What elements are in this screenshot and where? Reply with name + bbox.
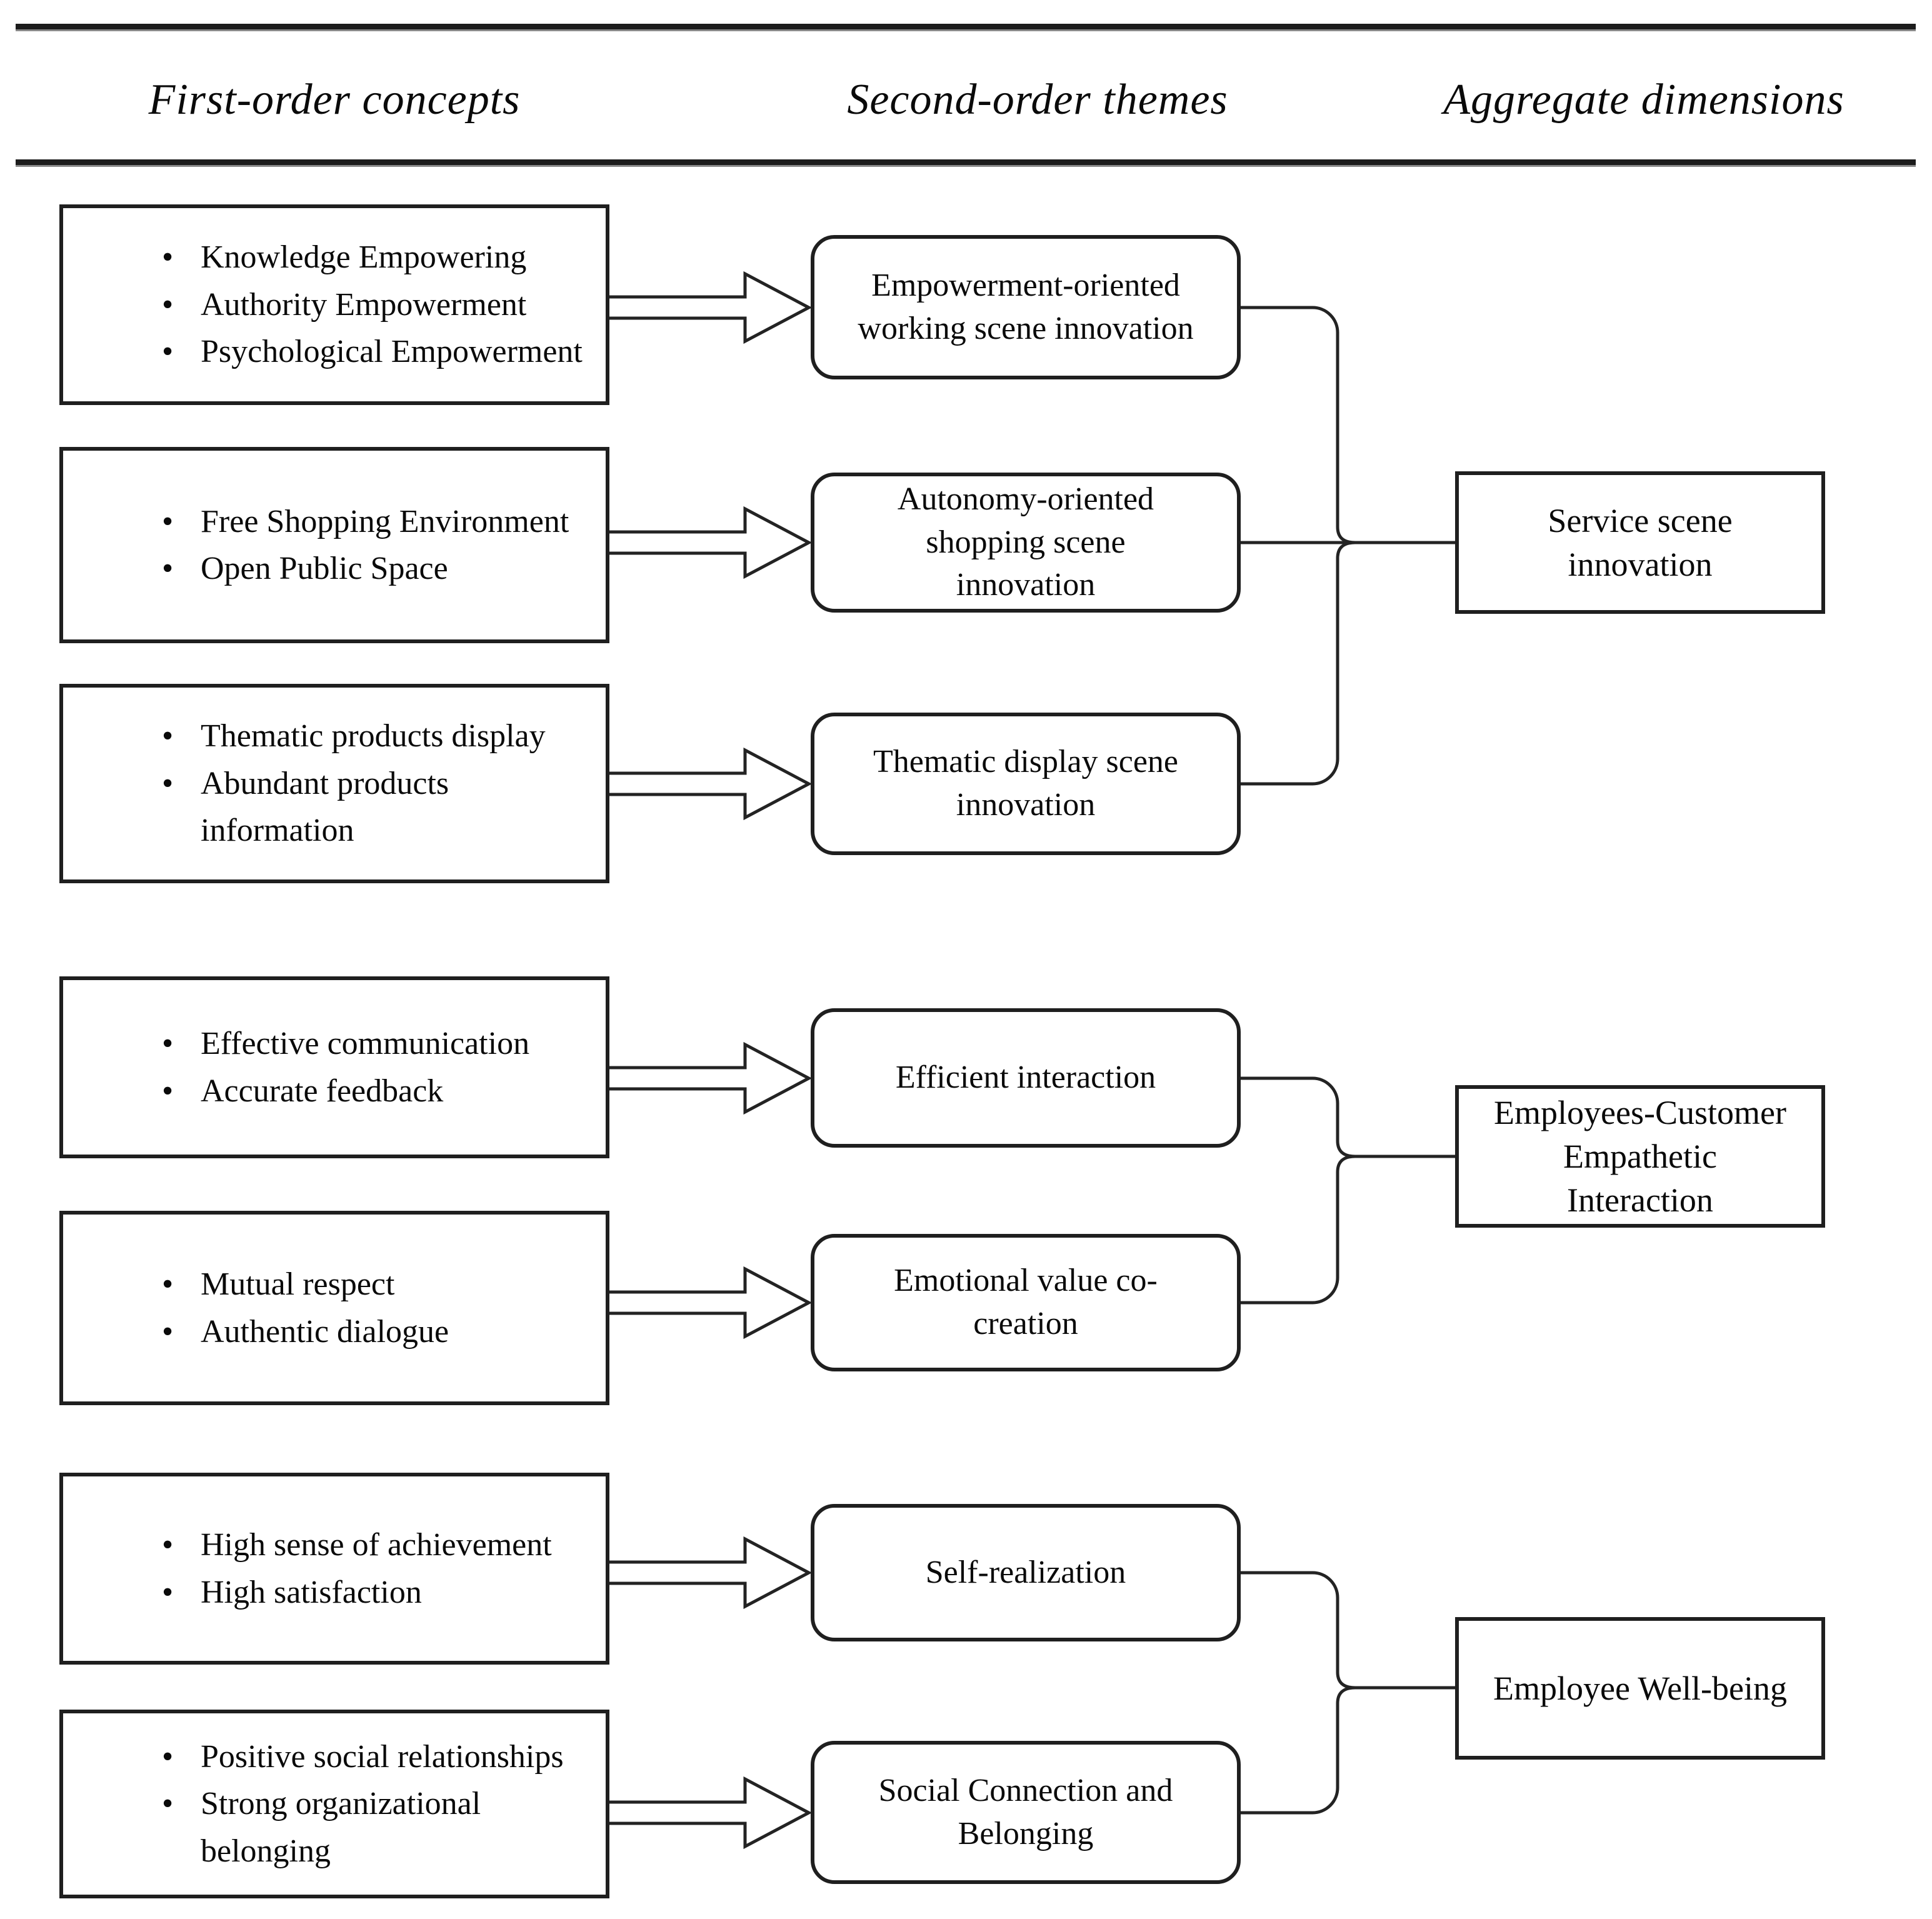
concept-box-communication: Effective communication Accurate feedbac… xyxy=(59,976,609,1158)
column-header-aggregate: Aggregate dimensions xyxy=(1443,76,1844,124)
theme-box-thematic-display: Thematic display scene innovation xyxy=(811,713,1241,855)
bullet-list: Free Shopping Environment Open Public Sp… xyxy=(63,498,606,593)
bullet-item: Knowledge Empowering xyxy=(157,234,596,281)
aggregate-box-employee-wellbeing: Employee Well-being xyxy=(1455,1617,1825,1760)
block-arrow-6-icon xyxy=(609,1536,813,1610)
bullet-list: High sense of achievement High satisfact… xyxy=(63,1521,606,1616)
bullet-list: Effective communication Accurate feedbac… xyxy=(63,1020,606,1115)
bullet-item: Authority Empowerment xyxy=(157,281,596,329)
brace-theme3-to-aggregate1 xyxy=(1241,541,1356,786)
concept-box-empowerment: Knowledge Empowering Authority Empowerme… xyxy=(59,204,609,405)
column-header-first-order: First-order concepts xyxy=(148,76,521,124)
theme-box-empowerment-oriented: Empowerment-oriented working scene innov… xyxy=(811,235,1241,379)
top-rule xyxy=(16,24,1916,31)
header-rule xyxy=(16,159,1916,167)
theme-box-self-realization: Self-realization xyxy=(811,1504,1241,1641)
brace-theme7-to-aggregate3 xyxy=(1241,1686,1356,1815)
brace-theme4-to-aggregate2 xyxy=(1241,1076,1356,1158)
bullet-item: Strong organizational belonging xyxy=(157,1780,596,1875)
bullet-item: Positive social relationships xyxy=(157,1733,596,1781)
concept-box-respect-dialogue: Mutual respect Authentic dialogue xyxy=(59,1211,609,1405)
block-arrow-1-icon xyxy=(609,271,813,344)
column-header-second-order: Second-order themes xyxy=(847,76,1228,124)
bullet-list: Thematic products display Abundant produ… xyxy=(63,713,606,854)
bullet-item: Mutual respect xyxy=(157,1261,596,1308)
theme-box-social-connection: Social Connection and Belonging xyxy=(811,1741,1241,1884)
bullet-item: High satisfaction xyxy=(157,1569,596,1616)
bullet-item: Thematic products display xyxy=(157,713,596,760)
bullet-list: Mutual respect Authentic dialogue xyxy=(63,1261,606,1355)
block-arrow-7-icon xyxy=(609,1776,813,1850)
bullet-item: Open Public Space xyxy=(157,545,596,593)
bullet-list: Positive social relationships Strong org… xyxy=(63,1733,606,1875)
bullet-list: Knowledge Empowering Authority Empowerme… xyxy=(63,234,606,376)
bullet-item: Effective communication xyxy=(157,1020,596,1068)
concept-box-social-relationships: Positive social relationships Strong org… xyxy=(59,1710,609,1898)
brace-theme5-to-aggregate2 xyxy=(1241,1155,1356,1305)
bullet-item: Abundant products information xyxy=(157,760,596,854)
bullet-item: High sense of achievement xyxy=(157,1521,596,1569)
aggregate-box-empathetic-interaction: Employees-Customer Empathetic Interactio… xyxy=(1455,1085,1825,1228)
block-arrow-5-icon xyxy=(609,1266,813,1340)
theme-box-efficient-interaction: Efficient interaction xyxy=(811,1008,1241,1148)
aggregate-box-service-scene-innovation: Service scene innovation xyxy=(1455,471,1825,614)
brace-theme1-to-aggregate1 xyxy=(1241,306,1356,544)
theme-box-emotional-value: Emotional value co- creation xyxy=(811,1234,1241,1371)
bullet-item: Authentic dialogue xyxy=(157,1308,596,1356)
concept-box-shopping-environment: Free Shopping Environment Open Public Sp… xyxy=(59,447,609,643)
block-arrow-3-icon xyxy=(609,747,813,821)
bullet-item: Psychological Empowerment xyxy=(157,328,596,376)
block-arrow-2-icon xyxy=(609,506,813,579)
block-arrow-4-icon xyxy=(609,1041,813,1115)
concept-box-products-display: Thematic products display Abundant produ… xyxy=(59,684,609,883)
bullet-item: Accurate feedback xyxy=(157,1068,596,1115)
brace-theme6-to-aggregate3 xyxy=(1241,1571,1356,1690)
concept-box-achievement: High sense of achievement High satisfact… xyxy=(59,1473,609,1665)
bullet-item: Free Shopping Environment xyxy=(157,498,596,546)
theme-box-autonomy-oriented: Autonomy-oriented shopping scene innovat… xyxy=(811,473,1241,613)
